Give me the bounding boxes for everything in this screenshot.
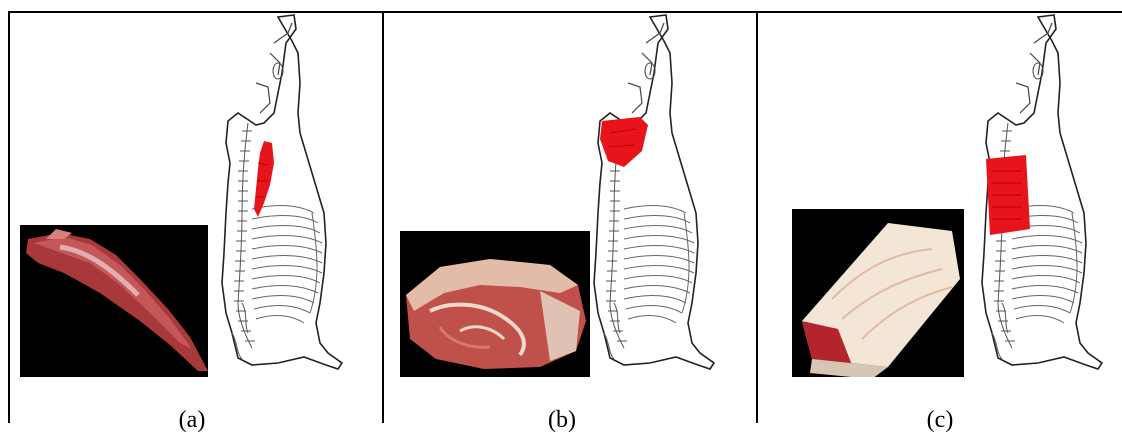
chuck-roast-icon	[400, 231, 590, 377]
striploin-icon	[792, 209, 964, 377]
caption-b: (b)	[522, 405, 602, 435]
carcass-diagram-c	[968, 13, 1118, 383]
carcass-diagram-b	[580, 13, 730, 383]
eye-of-round-icon	[20, 225, 208, 377]
loin-icon	[986, 155, 1030, 235]
carcass-diagram-a	[208, 13, 358, 383]
caption-c: (c)	[900, 405, 980, 435]
panel-b: (b)	[384, 13, 756, 423]
caption-a: (a)	[152, 405, 232, 435]
panel-a: (a)	[10, 13, 382, 423]
panel-c: (c)	[758, 13, 1122, 423]
